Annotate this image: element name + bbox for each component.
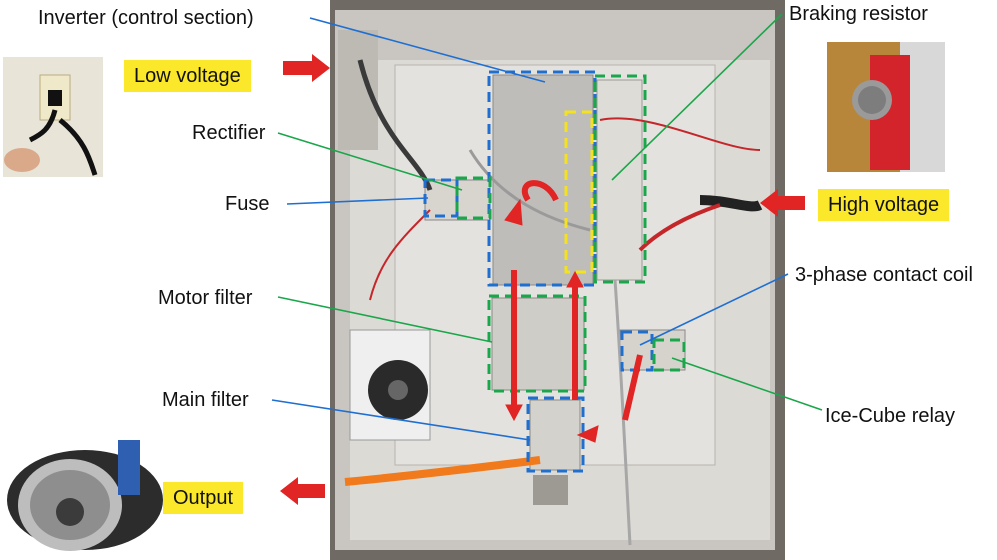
flow-arrows — [504, 180, 643, 443]
fuse-leader — [286, 197, 429, 205]
high-voltage-arrow — [760, 189, 805, 217]
ice-cube-relay-leader — [671, 357, 823, 411]
motor-photo — [7, 440, 163, 551]
label-rectifier: Rectifier — [192, 122, 266, 144]
contact-coil-leader — [639, 273, 789, 346]
rectifier-leader — [277, 132, 463, 191]
tag-high-voltage: High voltage — [818, 189, 950, 221]
external-arrows — [280, 54, 805, 505]
ice-cube-relay-box — [652, 338, 686, 372]
high-voltage-connector-photo — [827, 42, 945, 172]
braking-resistor-box — [593, 74, 647, 284]
label-braking-resistor: Braking resistor — [789, 3, 928, 25]
low-voltage-arrow — [283, 54, 330, 82]
motor-filter-leader — [277, 296, 493, 343]
main-filter-leader — [271, 399, 531, 441]
label-ice-cube-relay: Ice-Cube relay — [825, 405, 956, 427]
label-motor-filter: Motor filter — [158, 287, 253, 309]
rectifier-box — [455, 176, 492, 220]
label-contact-coil: 3-phase contact coil — [795, 264, 973, 286]
label-inverter: Inverter (control section) — [38, 7, 254, 29]
label-fuse: Fuse — [225, 193, 270, 215]
cabinet-photo — [330, 0, 785, 560]
inverter-inner-box — [564, 110, 594, 274]
tag-low-voltage: Low voltage — [124, 60, 251, 92]
tag-output: Output — [163, 482, 244, 514]
inverter-leader — [309, 17, 546, 83]
label-main-filter: Main filter — [162, 389, 249, 411]
plug-photo — [3, 57, 103, 177]
leader-lines — [271, 13, 823, 441]
braking-resistor-leader — [611, 13, 783, 181]
output-arrow — [280, 477, 325, 505]
motor-filter-box — [487, 294, 587, 393]
